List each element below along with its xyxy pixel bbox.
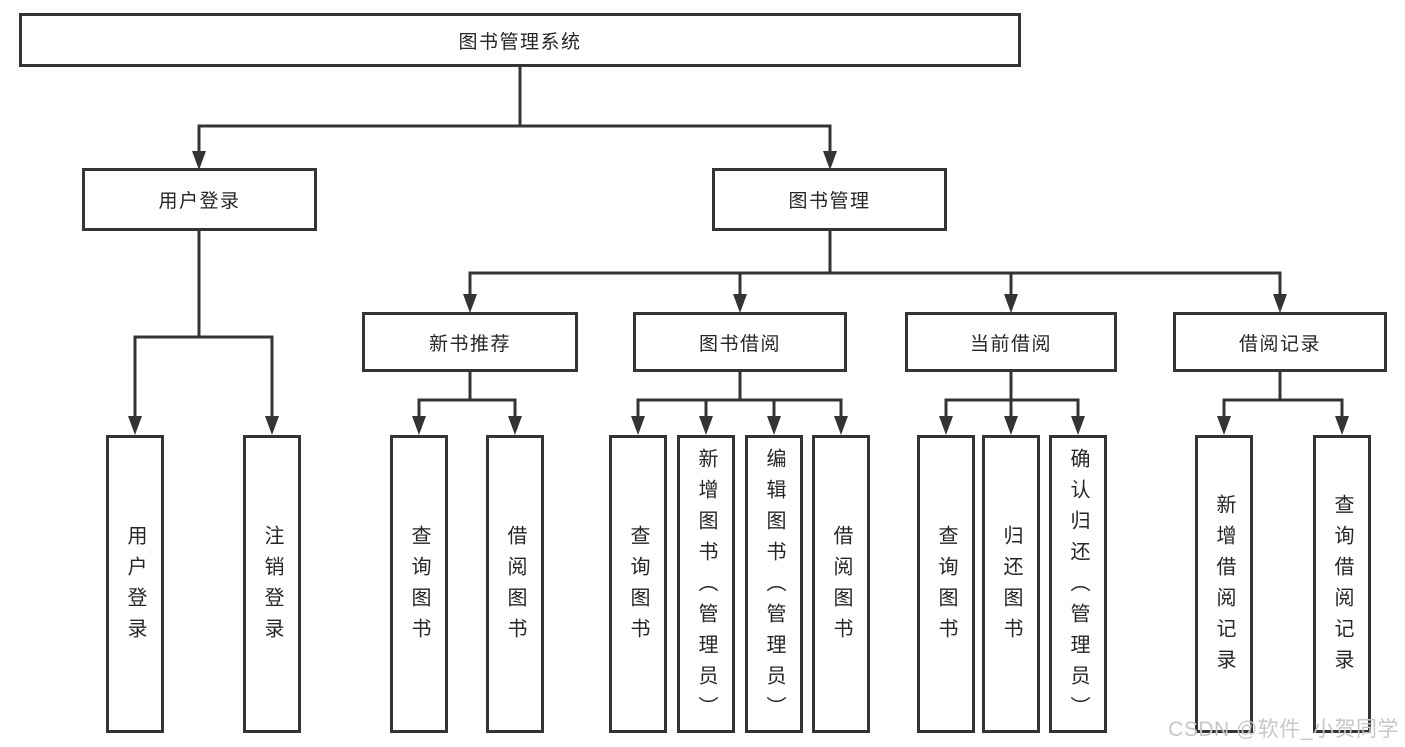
leaf-current-confirm-return-admin: 确认归还（管理员）	[1049, 435, 1107, 733]
csdn-watermark: CSDN @软件_小贺同学	[1168, 718, 1399, 741]
leaf-user-login: 用户登录	[106, 435, 164, 733]
leaf-records-add-record: 新增借阅记录	[1195, 435, 1253, 733]
leaf-current-return-books: 归还图书	[982, 435, 1040, 733]
node-current-borrowing: 当前借阅	[905, 312, 1117, 372]
leaf-borrowing-edit-books-admin: 编辑图书（管理员）	[745, 435, 803, 733]
leaf-recommend-query-books: 查询图书	[390, 435, 448, 733]
node-book-borrowing: 图书借阅	[633, 312, 847, 372]
node-borrowing-records: 借阅记录	[1173, 312, 1387, 372]
leaf-logout: 注销登录	[243, 435, 301, 733]
leaf-records-query-record: 查询借阅记录	[1313, 435, 1371, 733]
leaf-current-query-books: 查询图书	[917, 435, 975, 733]
leaf-borrowing-query-books: 查询图书	[609, 435, 667, 733]
leaf-recommend-borrow-books: 借阅图书	[486, 435, 544, 733]
node-user-login: 用户登录	[82, 168, 317, 231]
arrowheads	[128, 151, 1349, 435]
leaf-borrowing-add-books-admin: 新增图书（管理员）	[677, 435, 735, 733]
node-root: 图书管理系统	[19, 13, 1021, 67]
leaf-borrowing-borrow-books: 借阅图书	[812, 435, 870, 733]
node-book-management: 图书管理	[712, 168, 947, 231]
node-new-book-recommend: 新书推荐	[362, 312, 578, 372]
